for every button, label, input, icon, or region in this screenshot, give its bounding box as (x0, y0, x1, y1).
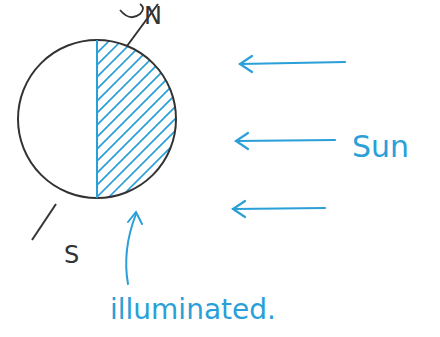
rotation-mark (120, 4, 143, 17)
south-label: S (64, 243, 79, 267)
illuminated-label: illuminated. (110, 296, 276, 324)
earth-outline (18, 40, 176, 198)
north-label: N (144, 4, 162, 28)
terminator-line (96, 40, 98, 198)
leader-arrow (126, 212, 142, 284)
sun-label: Sun (352, 132, 409, 162)
illuminated-hatching (90, 20, 185, 211)
sun-rays (233, 56, 345, 217)
axis-south (32, 204, 56, 240)
